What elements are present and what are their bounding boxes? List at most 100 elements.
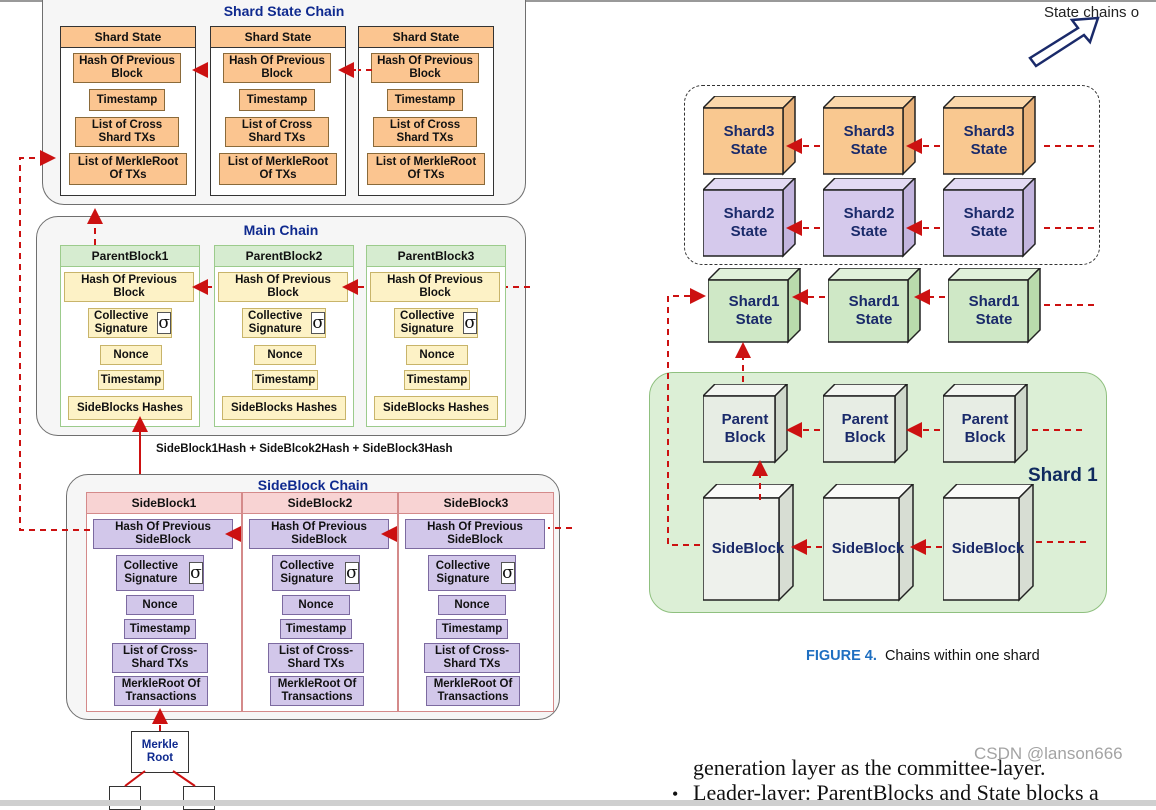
shard3-state-cube-2 xyxy=(823,96,917,176)
parent-field-hash-previous: Hash Of Previous Block xyxy=(218,272,348,302)
sideblock-to-shardstate xyxy=(19,150,90,531)
shard-state-field-label: List of MerkleRoot Of TXs xyxy=(77,156,179,181)
body-text-line1: generation layer as the committee-layer. xyxy=(693,755,1046,780)
shard-state-field-label: Timestamp xyxy=(246,93,308,106)
parent-field-hash-previous: Hash Of Previous Block xyxy=(370,272,500,302)
sigma-icon: σ xyxy=(500,562,515,584)
parent-field-label: Collective Signature xyxy=(400,310,455,335)
sideblock-field-collective-signature: Collective Signature σ xyxy=(272,555,360,591)
shard-state-field-label: List of Cross Shard TXs xyxy=(91,119,163,144)
shard1-state-cube-2-label: Shard1 State xyxy=(848,293,900,328)
shard3-state-cube-3 xyxy=(943,96,1037,176)
sideblock-field-label: Nonce xyxy=(454,598,490,611)
sideblock-field-cross-shard-txs: List of Cross-Shard TXs xyxy=(112,643,208,673)
parent-field-nonce: Nonce xyxy=(100,345,162,365)
shard1-state-cube-1-label: Shard1 State xyxy=(728,293,780,328)
sideblock-field-label: Hash Of Previous SideBlock xyxy=(271,521,367,546)
shard-state-field-merkleroot-txs: List of MerkleRoot Of TXs xyxy=(69,153,187,185)
shard-state-field-label: List of MerkleRoot Of TXs xyxy=(375,156,477,181)
sideblock-field-label: MerkleRoot Of Transactions xyxy=(277,678,357,703)
shard-state-field-label: List of Cross Shard TXs xyxy=(241,119,313,144)
parent-block-cube-2-label: Parent Block xyxy=(841,411,889,446)
sideblock-field-merkleroot-transactions: MerkleRoot Of Transactions xyxy=(114,676,208,706)
shard-state-field-timestamp: Timestamp xyxy=(387,89,463,111)
parent-field-label: Timestamp xyxy=(254,373,316,386)
sigma-icon: σ xyxy=(463,312,477,334)
shard1-state-cube-3-label: Shard1 State xyxy=(968,293,1020,328)
state-chains-arrow-icon xyxy=(1028,16,1100,68)
body-text-bullet: • xyxy=(672,784,679,804)
shard1-state-cube-1 xyxy=(708,268,802,344)
parent-block-header: ParentBlock1 xyxy=(61,246,199,267)
parent-field-sideblocks-hashes: SideBlocks Hashes xyxy=(222,396,346,420)
parent-block-cube-3-label: Parent Block xyxy=(961,411,1009,446)
sideblock-field-label: Collective Signature xyxy=(123,560,179,585)
shard-state-field-hash-previous: Hash Of Previous Block xyxy=(223,53,331,83)
parent-block-header: ParentBlock3 xyxy=(367,246,505,267)
shard-state-chain-title: Shard State Chain xyxy=(223,3,345,19)
parent-block-cube-2 xyxy=(823,384,909,464)
merkle-root-box: Merkle Root xyxy=(131,731,189,773)
sideblock-field-cross-shard-txs: List of Cross-Shard TXs xyxy=(268,643,364,673)
sideblock-field-cross-shard-txs: List of Cross-Shard TXs xyxy=(424,643,520,673)
sideblock-field-hash-previous: Hash Of Previous SideBlock xyxy=(93,519,233,549)
figure-caption-text: Chains within one shard xyxy=(884,648,1040,664)
shard-state-field-label: Hash Of Previous Block xyxy=(377,55,473,80)
shard2-state-cube-1-label: Shard2 State xyxy=(723,205,775,240)
shard2-state-cube-3 xyxy=(943,178,1037,258)
sideblock-field-label: Nonce xyxy=(142,598,178,611)
sideblock-cube-2-label: SideBlock xyxy=(831,540,905,557)
shard-state-field-label: List of Cross Shard TXs xyxy=(389,119,461,144)
parent-block-cube-1 xyxy=(703,384,789,464)
shard-state-field-cross-shard-txs: List of Cross Shard TXs xyxy=(373,117,477,147)
merkle-edge-left xyxy=(124,770,146,787)
parent-block-cube-1-label: Parent Block xyxy=(721,411,769,446)
parent-block-header: ParentBlock2 xyxy=(215,246,353,267)
parent-field-hash-previous: Hash Of Previous Block xyxy=(64,272,194,302)
sigma-icon: σ xyxy=(311,312,325,334)
sigma-icon: σ xyxy=(344,562,359,584)
sideblock-block-header: SideBlock1 xyxy=(87,493,241,514)
sideblock-field-label: Timestamp xyxy=(441,622,503,635)
parent-field-sideblocks-hashes: SideBlocks Hashes xyxy=(374,396,498,420)
shard3-state-cube-1-label: Shard3 State xyxy=(723,123,775,158)
sideblock-field-nonce: Nonce xyxy=(126,595,194,615)
sideblock-field-label: Nonce xyxy=(298,598,334,611)
shard-state-field-label: Hash Of Previous Block xyxy=(229,55,325,80)
sideblock-field-label: Collective Signature xyxy=(279,560,335,585)
sideblock-field-nonce: Nonce xyxy=(282,595,350,615)
merkle-root-label: Merkle Root xyxy=(141,739,179,764)
parent-field-label: Timestamp xyxy=(406,373,468,386)
shard-state-field-hash-previous: Hash Of Previous Block xyxy=(73,53,181,83)
sideblock-cube-2 xyxy=(823,484,915,602)
shard2-state-cube-2-label: Shard2 State xyxy=(843,205,895,240)
watermark: CSDN @lanson666 xyxy=(974,744,1123,763)
sideblock-field-timestamp: Timestamp xyxy=(124,619,196,639)
parent-field-timestamp: Timestamp xyxy=(98,370,164,390)
shard-state-field-merkleroot-txs: List of MerkleRoot Of TXs xyxy=(219,153,337,185)
shard1-label: Shard 1 xyxy=(1028,465,1098,486)
sideblock-chain-title: SideBlock Chain xyxy=(257,477,369,493)
sideblock-cube-1-label: SideBlock xyxy=(711,540,785,557)
sideblock-field-label: Timestamp xyxy=(129,622,191,635)
parent-field-collective-signature: Collective Signature σ xyxy=(394,308,478,338)
shard2-state-cube-2 xyxy=(823,178,917,258)
shard-state-field-label: List of MerkleRoot Of TXs xyxy=(227,156,329,181)
sideblock-cube-3-label: SideBlock xyxy=(951,540,1025,557)
parent-field-label: SideBlocks Hashes xyxy=(76,401,184,414)
figure-caption: FIGURE 4. Chains within one shard xyxy=(806,648,1040,664)
parent-field-label: Nonce xyxy=(113,348,149,361)
sideblock-field-label: Timestamp xyxy=(285,622,347,635)
top-rule xyxy=(0,0,1156,2)
sideblock-field-label: List of Cross-Shard TXs xyxy=(434,645,510,670)
parent-field-label: SideBlocks Hashes xyxy=(230,401,338,414)
